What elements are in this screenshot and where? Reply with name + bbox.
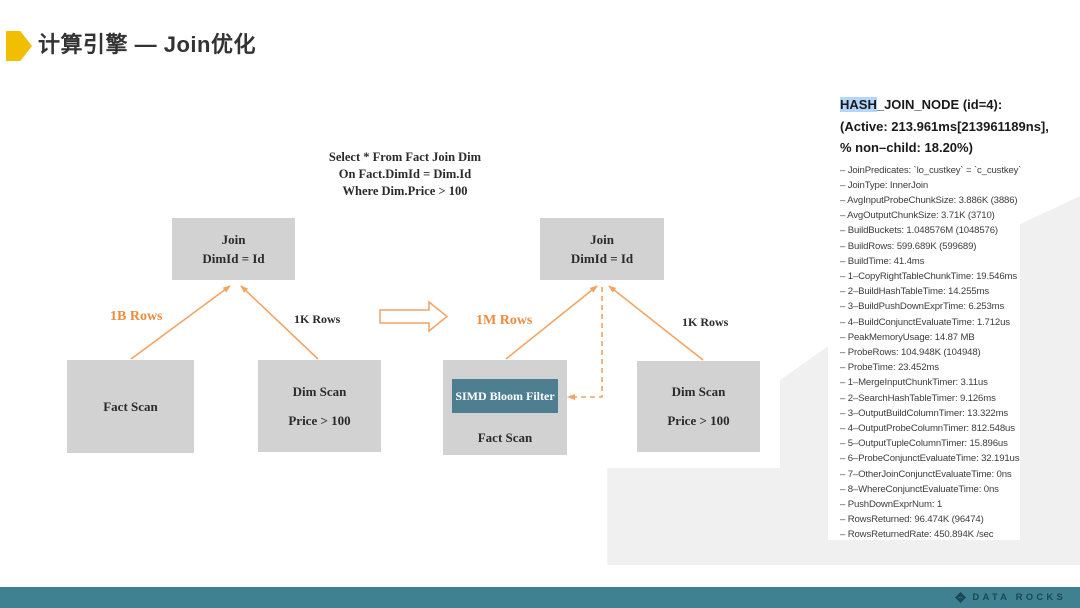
dim-scan-node-after: Dim Scan Price > 100 bbox=[637, 361, 760, 452]
profile-metric: – 6–ProbeConjunctEvaluateTime: 32.191us bbox=[840, 453, 1020, 465]
profile-metric: – AvgInputProbeChunkSize: 3.886K (3886) bbox=[840, 194, 1018, 206]
profile-metric: – ProbeRows: 104.948K (104948) bbox=[840, 346, 981, 358]
fact-scan-node-before: Fact Scan bbox=[67, 360, 194, 453]
profile-metric: – 2–SearchHashTableTimer: 9.126ms bbox=[840, 392, 996, 404]
edge-label-rows-before-left: 1B Rows bbox=[110, 309, 163, 324]
fact-scan-node-after: SIMD Bloom Filter Fact Scan bbox=[443, 360, 567, 455]
profile-metrics-list: – JoinPredicates: `lo_custkey` = `c_cust… bbox=[840, 163, 1022, 543]
dim-scan-node-before: Dim Scan Price > 100 bbox=[258, 360, 381, 452]
dim-scan-condition: Price > 100 bbox=[667, 413, 730, 428]
sql-line: Where Dim.Price > 100 bbox=[342, 184, 468, 198]
join-node-condition: DimId = Id bbox=[570, 251, 634, 266]
profile-metric: – BuildRows: 599.689K (599689) bbox=[840, 240, 977, 252]
page-title: 计算引擎 — Join优化 bbox=[38, 32, 256, 57]
dim-scan-condition: Price > 100 bbox=[288, 412, 351, 428]
title-accent-arrow-icon bbox=[6, 31, 32, 61]
profile-metric: – 5–OutputTupleColumnTimer: 15.896us bbox=[840, 438, 1008, 450]
profile-metric: – 3–OutputBuildColumnTimer: 13.322ms bbox=[840, 407, 1009, 419]
profile-metric: – ProbeTime: 23.452ms bbox=[840, 362, 939, 374]
profile-metric: – 2–BuildHashTableTime: 14.255ms bbox=[840, 286, 989, 298]
sql-line: On Fact.DimId = Dim.Id bbox=[338, 167, 472, 181]
profile-metric: – PeakMemoryUsage: 14.87 MB bbox=[840, 331, 975, 343]
query-profile-panel: HASH_JOIN_NODE (id=4): (Active: 213.961m… bbox=[828, 84, 1049, 543]
fact-scan-label: Fact Scan bbox=[477, 430, 533, 445]
profile-metric: – RowsReturnedRate: 450.894K /sec bbox=[840, 529, 994, 541]
profile-header: HASH_JOIN_NODE (id=4): (Active: 213.961m… bbox=[840, 94, 1049, 159]
sql-line: Select * From Fact Join Dim bbox=[328, 150, 482, 164]
join-node-before: Join DimId = Id bbox=[172, 218, 295, 280]
dim-scan-label: Dim Scan bbox=[671, 384, 726, 399]
join-node-after: Join DimId = Id bbox=[540, 218, 664, 280]
profile-metric: – BuildTime: 41.4ms bbox=[840, 255, 925, 267]
edge-label-rows-before-right: 1K Rows bbox=[294, 312, 341, 326]
profile-nonchild-pct: % non–child: 18.20%) bbox=[840, 140, 973, 155]
selected-text: HASH bbox=[840, 97, 877, 112]
profile-metric: – AvgOutputChunkSize: 3.71K (3710) bbox=[840, 210, 995, 222]
profile-metric: – 4–OutputProbeColumnTimer: 812.548us bbox=[840, 422, 1015, 434]
simd-bloom-filter-node: SIMD Bloom Filter bbox=[452, 379, 558, 413]
profile-metric: – 7–OtherJoinConjunctEvaluateTime: 0ns bbox=[840, 468, 1012, 480]
join-node-title: Join bbox=[590, 232, 614, 247]
profile-metric: – PushDownExprNum: 1 bbox=[840, 498, 943, 510]
profile-node-title: HASH_JOIN_NODE (id=4): bbox=[840, 97, 1003, 112]
edge-label-rows-after-left: 1M Rows bbox=[476, 313, 533, 328]
join-node-condition: DimId = Id bbox=[202, 251, 265, 266]
profile-metric: – 8–WhereConjunctEvaluateTime: 0ns bbox=[840, 483, 999, 495]
profile-metric: – 3–BuildPushDownExprTime: 6.253ms bbox=[840, 301, 1005, 313]
dim-scan-label: Dim Scan bbox=[292, 383, 347, 399]
profile-metric: – RowsReturned: 96.474K (96474) bbox=[840, 514, 984, 526]
edge-runtime-filter-dashed bbox=[567, 287, 603, 400]
profile-metric: – 1–MergeInputChunkTimer: 3.11us bbox=[840, 377, 988, 389]
footer-bar: DATA ROCKS bbox=[0, 587, 1080, 608]
profile-metric: – BuildBuckets: 1.048576M (1048576) bbox=[840, 225, 998, 237]
profile-metric: – 4–BuildConjunctEvaluateTime: 1.712us bbox=[840, 316, 1010, 328]
profile-active-time: (Active: 213.961ms[213961189ns], bbox=[840, 118, 1049, 134]
brand-name: DATA ROCKS bbox=[972, 592, 1066, 603]
profile-metric: – JoinPredicates: `lo_custkey` = `c_cust… bbox=[840, 164, 1022, 176]
transform-right-arrow-icon bbox=[379, 300, 449, 333]
profile-metric: – 1–CopyRightTableChunkTime: 19.546ms bbox=[840, 270, 1018, 282]
sql-statement: Select * From Fact Join Dim On Fact.DimId… bbox=[300, 149, 510, 200]
edge-label-rows-after-right: 1K Rows bbox=[682, 315, 729, 329]
fact-scan-label: Fact Scan bbox=[103, 398, 158, 414]
profile-metric: – JoinType: InnerJoin bbox=[840, 179, 929, 191]
join-node-title: Join bbox=[221, 232, 246, 247]
brand-logo-icon bbox=[955, 592, 967, 603]
